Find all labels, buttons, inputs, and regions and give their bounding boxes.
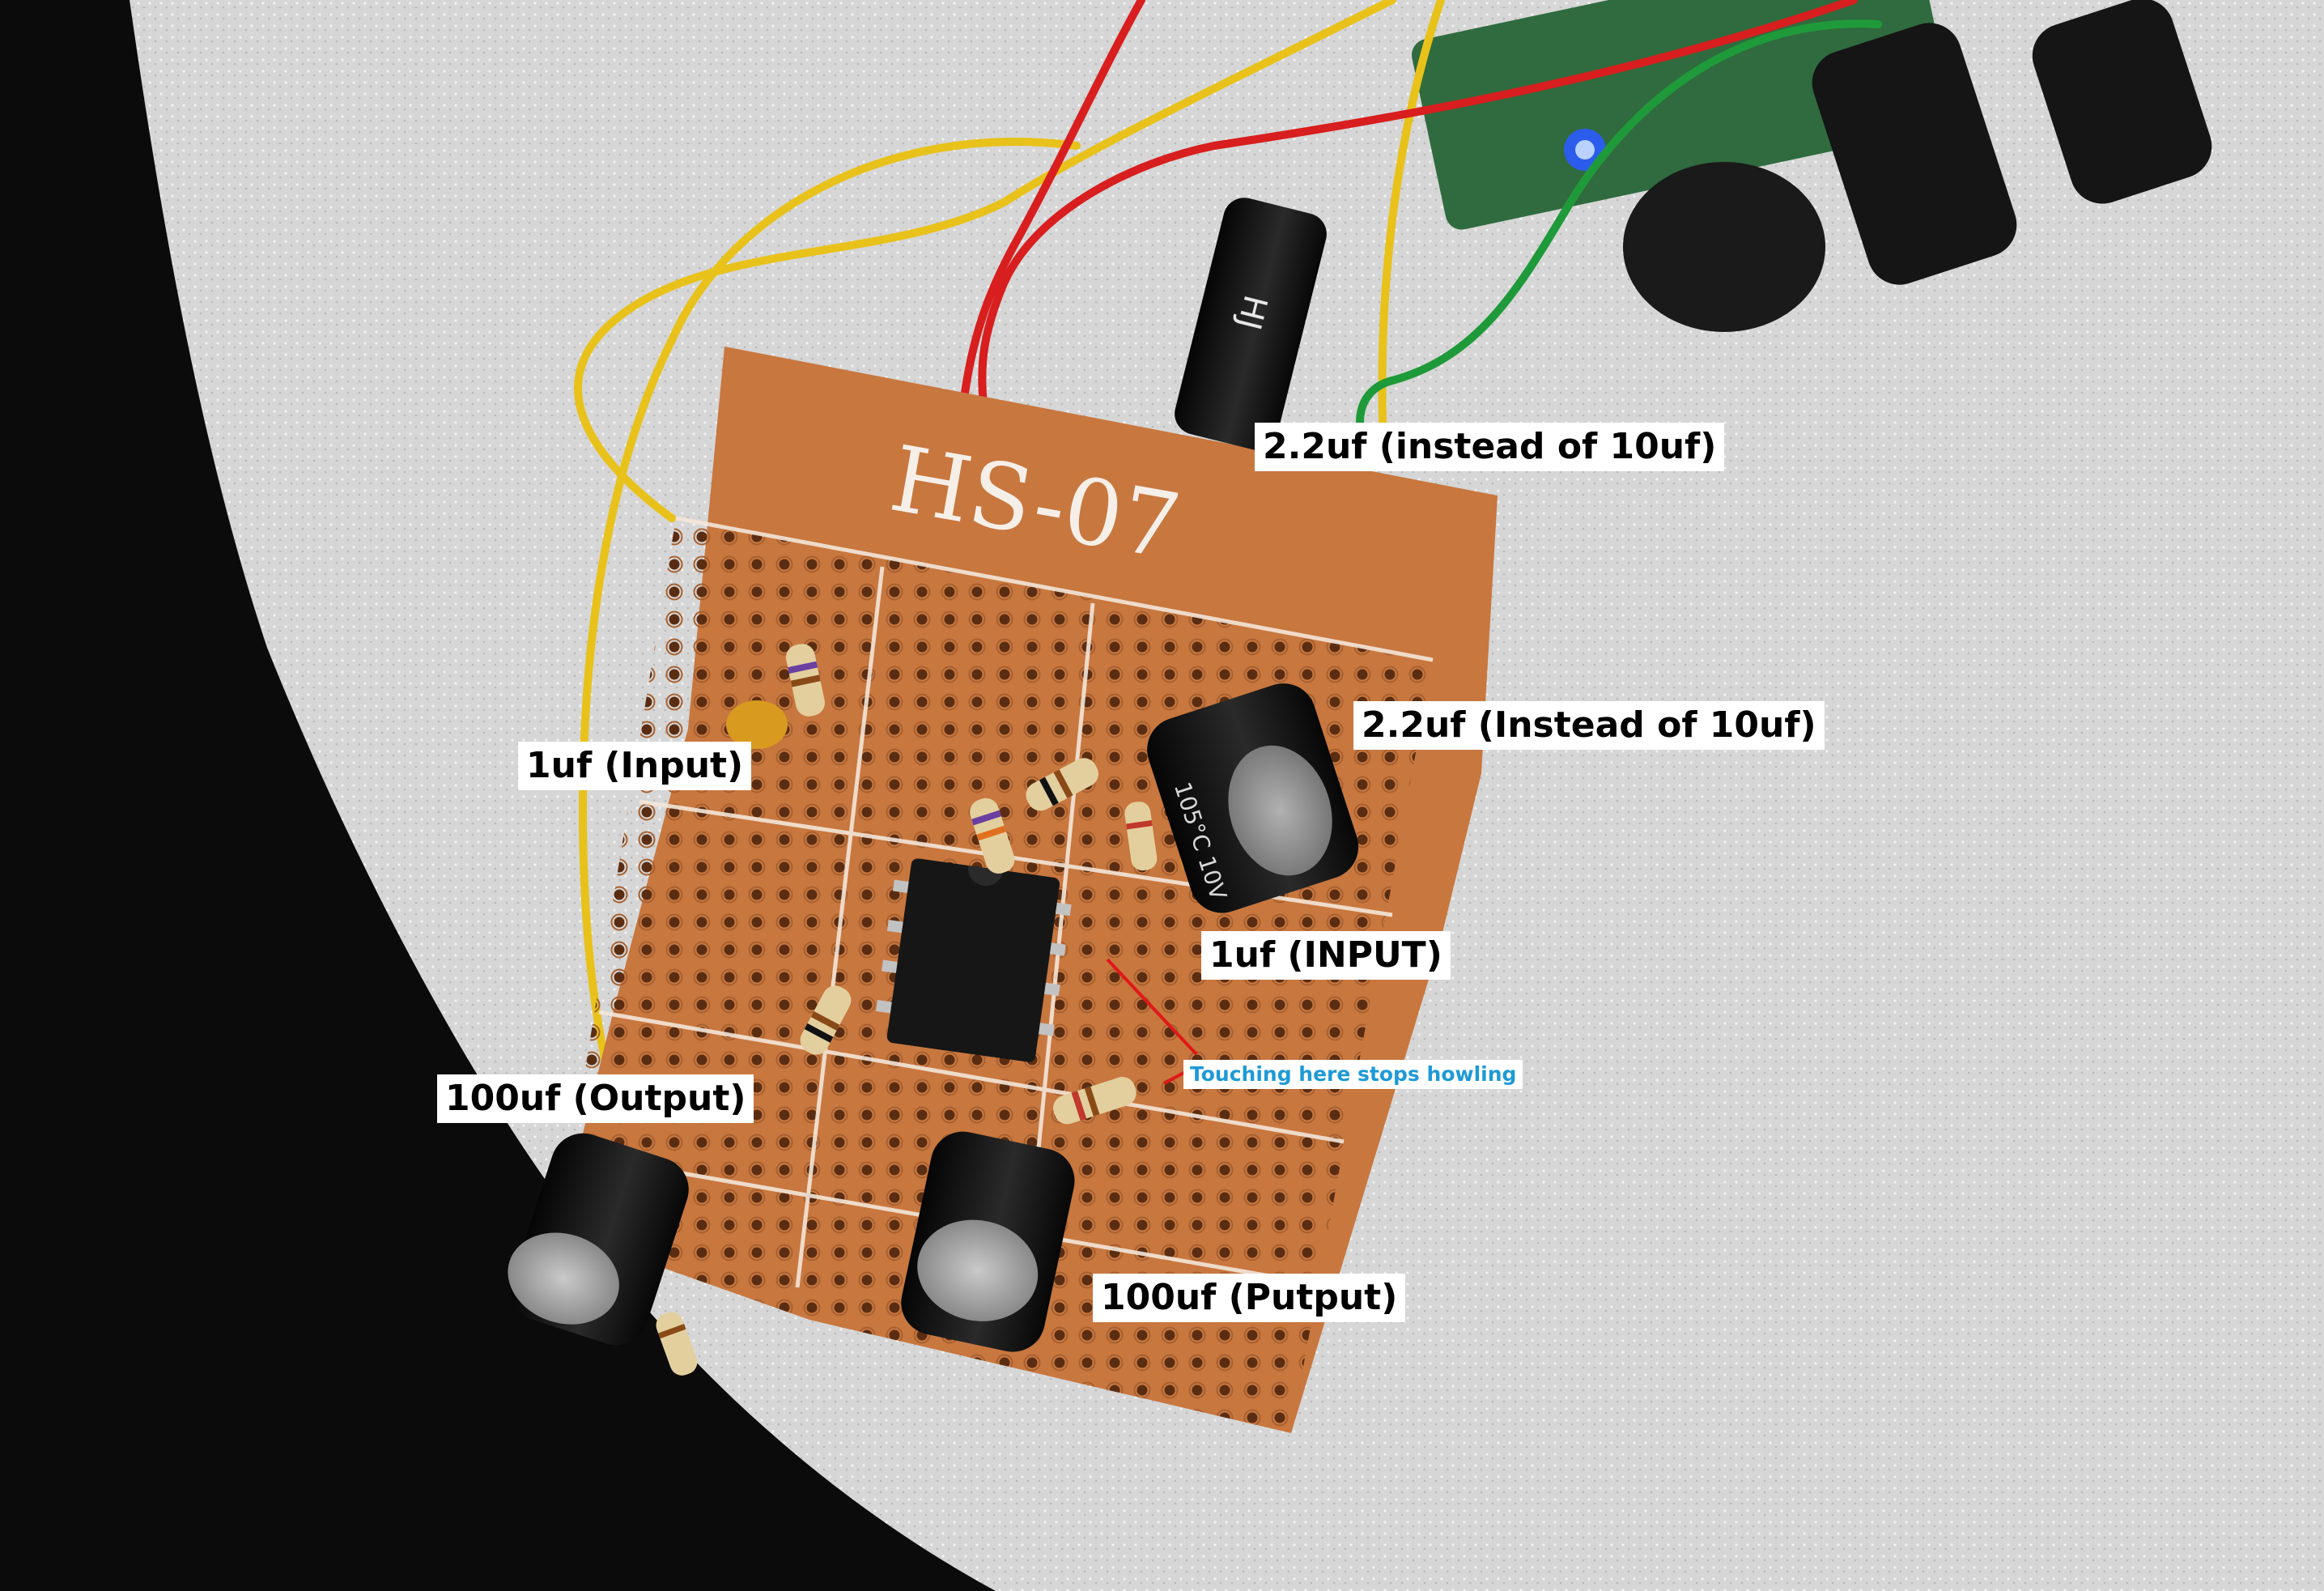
label-cap-right: 2.2uf (Instead of 10uf) xyxy=(1353,701,1825,750)
label-touch-note: Touching here stops howling xyxy=(1183,1060,1523,1089)
label-output-left: 100uf (Output) xyxy=(437,1074,754,1123)
green-wire xyxy=(1356,19,1882,457)
connector-plugs xyxy=(1812,0,2212,285)
label-input-left: 1uf (Input) xyxy=(518,742,752,790)
op-amp-chip xyxy=(876,858,1072,1062)
label-output-right: 100uf (Putput) xyxy=(1093,1274,1406,1322)
electrolytic-capacitor-output-right xyxy=(901,1131,1075,1352)
label-cap-top: 2.2uf (instead of 10uf) xyxy=(1255,423,1725,471)
red-wire-2 xyxy=(978,0,1858,409)
resistors xyxy=(656,644,1158,1376)
electrolytic-capacitor-top: HJ xyxy=(1175,198,1327,450)
yellow-wire-2 xyxy=(1378,0,1445,466)
red-wire xyxy=(959,0,1145,409)
electrolytic-capacitor-output-left xyxy=(508,1133,689,1346)
potentiometer-knob xyxy=(1623,162,1825,332)
label-input-right: 1uf (INPUT) xyxy=(1201,931,1451,980)
yellow-wire xyxy=(574,0,1396,522)
